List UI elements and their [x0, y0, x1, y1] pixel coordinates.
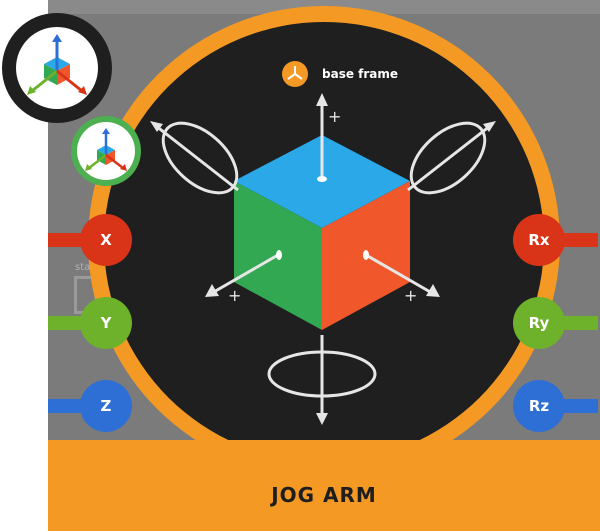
arrow-left-head	[205, 284, 219, 297]
arrow-up-head	[316, 93, 328, 106]
jog-y-button[interactable]: Y	[80, 297, 132, 349]
base-frame-label: base frame	[322, 67, 399, 81]
world-frame-icon	[16, 27, 98, 109]
plus-mark-right: +	[404, 286, 417, 305]
jog-rz-button[interactable]: Rz	[513, 380, 565, 432]
base-frame-icon	[282, 61, 308, 87]
rotation-axis-z-head	[316, 413, 328, 425]
rotation-axis-y-head	[483, 121, 496, 132]
page-title: JOG ARM	[271, 482, 377, 507]
jog-rx-button[interactable]: Rx	[513, 214, 565, 266]
jog-x-button[interactable]: X	[80, 214, 132, 266]
arrow-left-origin	[276, 250, 282, 260]
title-bar: JOG ARM	[48, 440, 600, 531]
plus-mark-up: +	[328, 107, 341, 126]
rotation-ring-y[interactable]	[399, 110, 498, 206]
arrow-right-origin	[363, 250, 369, 260]
plus-mark-left: +	[228, 286, 241, 305]
world-frame-button[interactable]	[2, 13, 112, 123]
arrow-right-line	[364, 253, 434, 295]
rotation-axis-x	[155, 124, 239, 192]
arrow-up-origin	[317, 176, 327, 182]
tool-frame-icon	[77, 122, 135, 180]
rotation-axis-x-head	[150, 121, 163, 132]
jog-ry-button[interactable]: Ry	[513, 297, 565, 349]
arrow-left-line	[210, 253, 280, 295]
faint-background-text: sta	[75, 262, 91, 273]
tool-frame-button[interactable]	[71, 116, 141, 186]
rotation-axis-y	[407, 124, 491, 192]
arrow-right-head	[426, 284, 440, 297]
jog-z-button[interactable]: Z	[80, 380, 132, 432]
